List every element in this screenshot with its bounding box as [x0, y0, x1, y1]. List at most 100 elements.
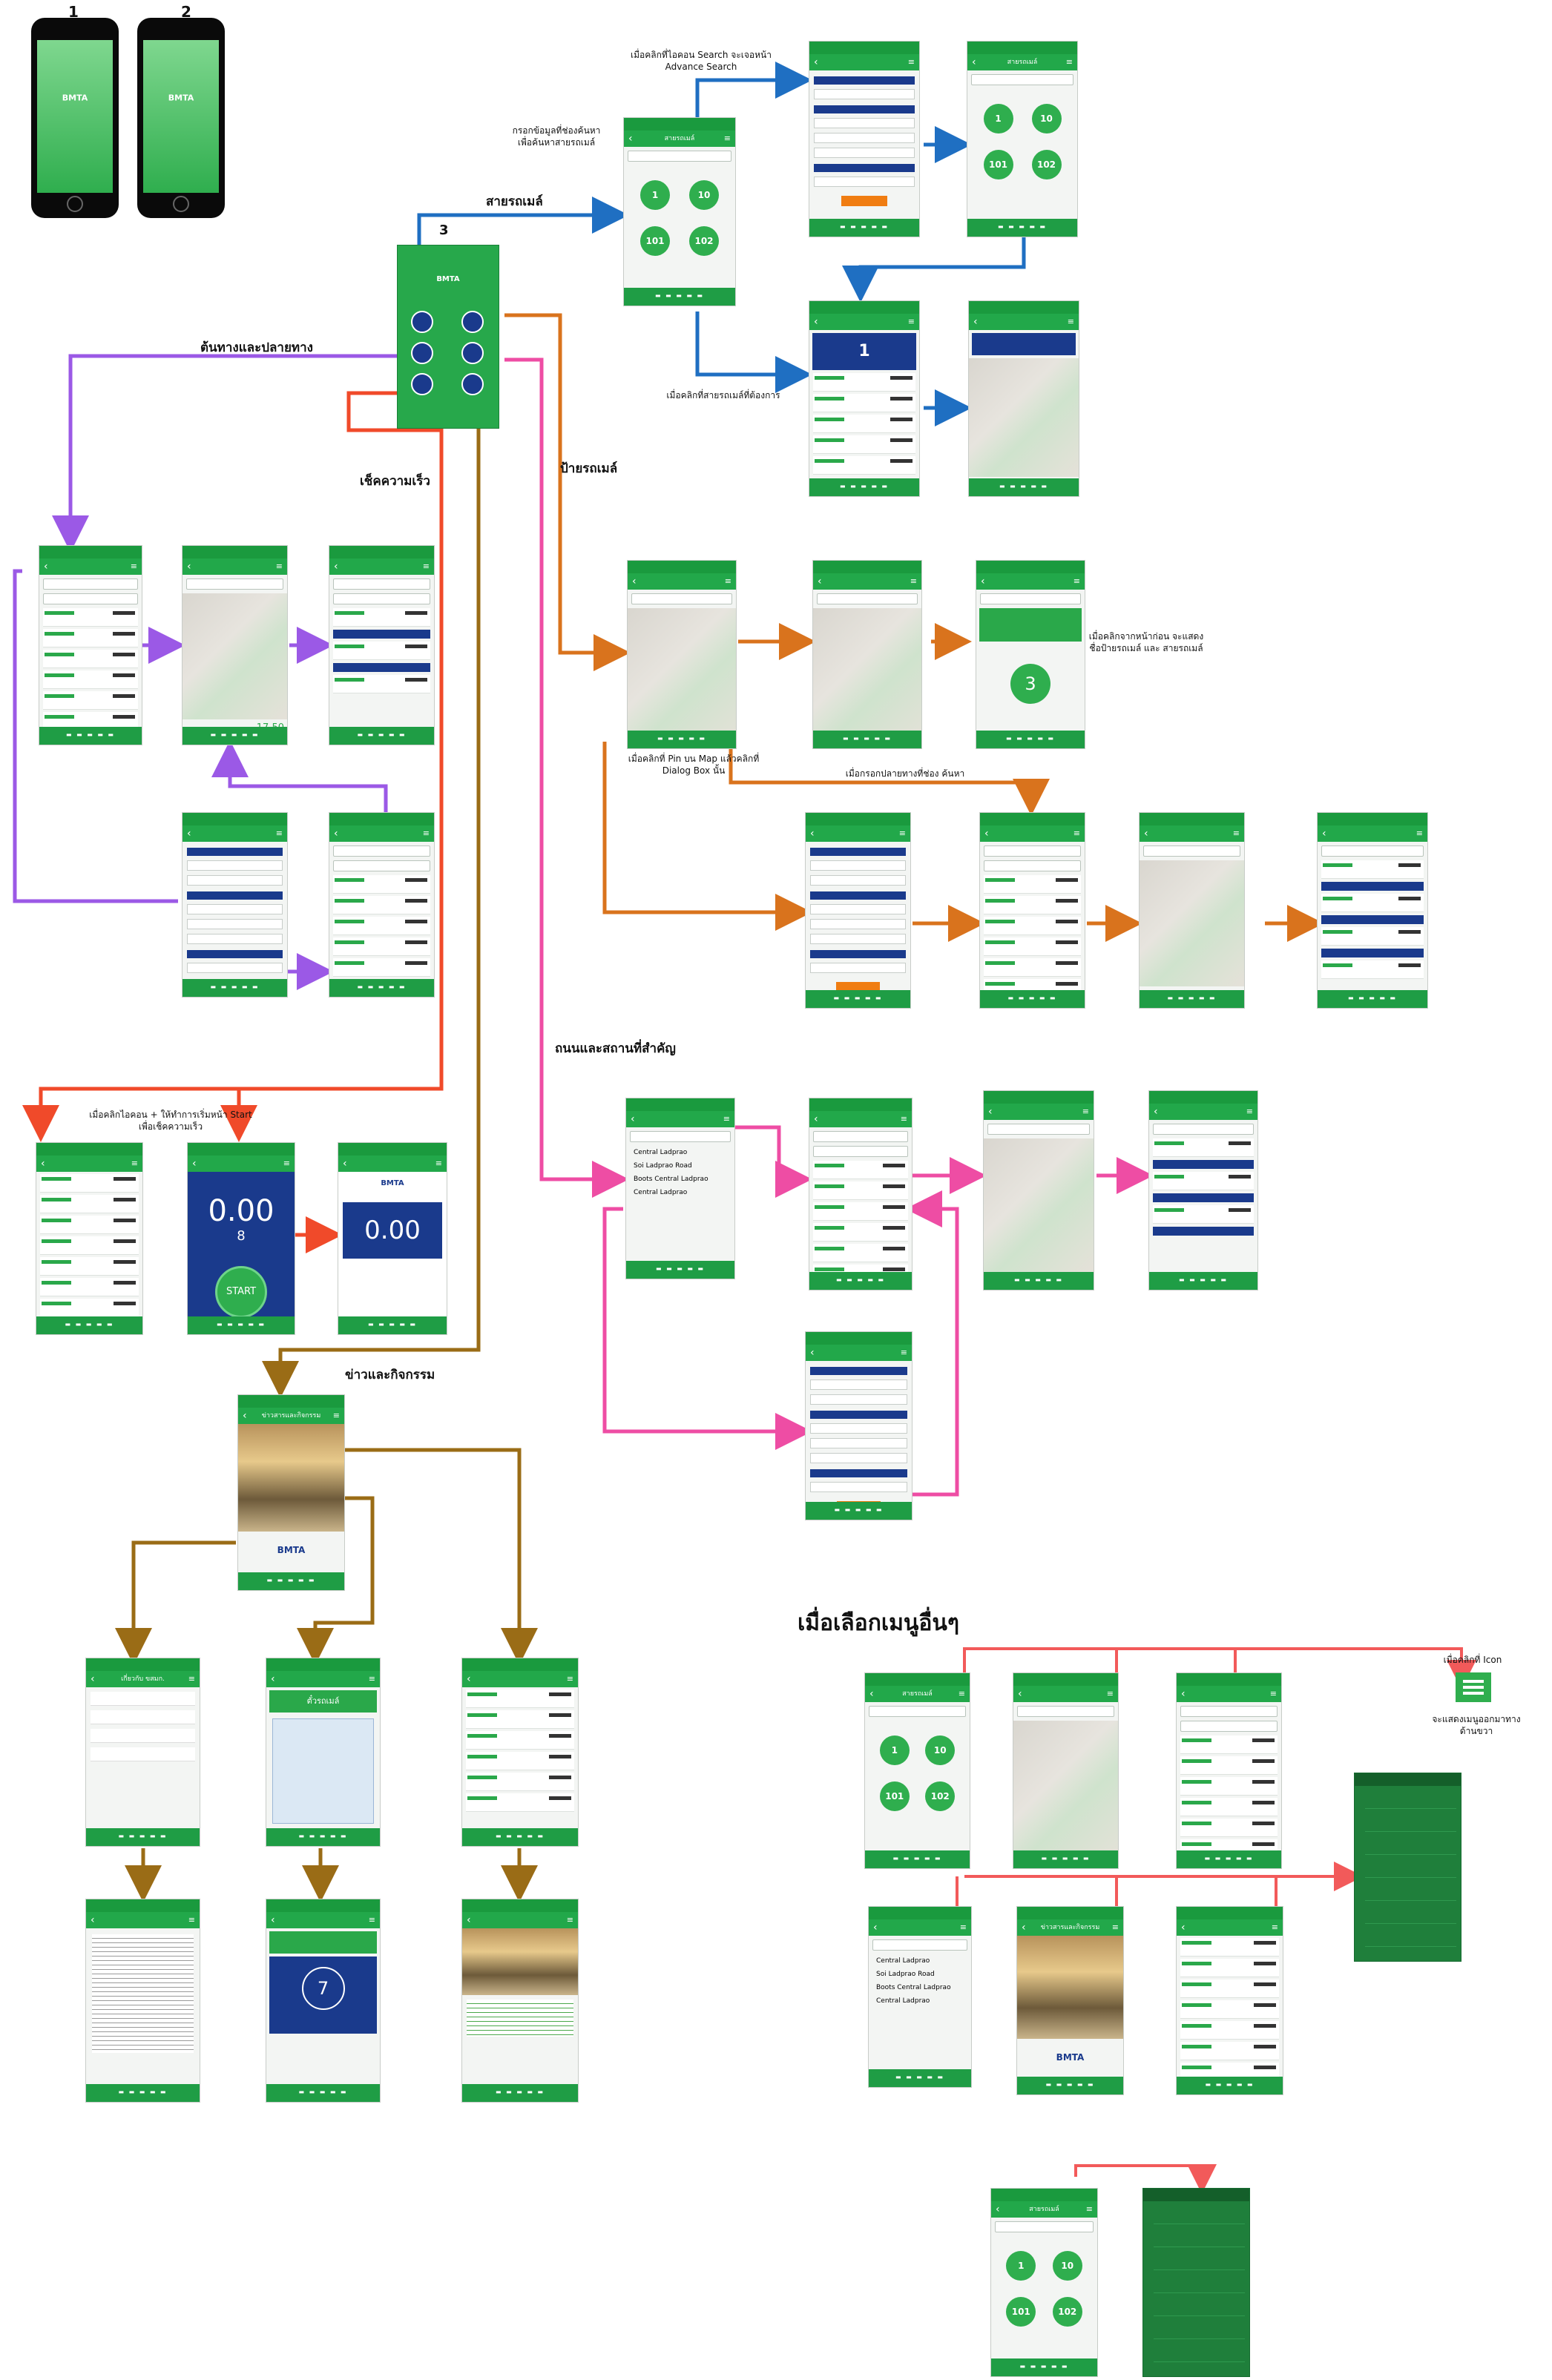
trip-list-screen: [39, 545, 142, 745]
search-input[interactable]: [628, 151, 731, 162]
place-item[interactable]: Central Ladprao: [634, 1149, 688, 1156]
lottery-screen: ตั๋วรถเมล์: [266, 1658, 381, 1847]
total-distance: 0.00: [343, 1202, 442, 1259]
search-input[interactable]: [333, 593, 430, 604]
search-input[interactable]: [1321, 845, 1424, 857]
start-button[interactable]: START: [215, 1266, 267, 1318]
route-circle[interactable]: 102: [925, 1781, 956, 1811]
map[interactable]: [984, 1138, 1094, 1272]
bmta-logo: BMTA: [381, 1179, 404, 1187]
menu-trip-screen: [1176, 1672, 1282, 1869]
search-input[interactable]: [1180, 1721, 1278, 1732]
trip-map-screen: 17.50: [182, 545, 288, 745]
news-photo[interactable]: [238, 1424, 344, 1532]
roads-results-screen: [809, 1098, 913, 1290]
route-circle[interactable]: 101: [983, 150, 1013, 179]
map[interactable]: [969, 358, 1079, 477]
search-input[interactable]: [1143, 845, 1240, 857]
map[interactable]: [183, 593, 287, 719]
place-item[interactable]: Central Ladprao: [876, 1997, 930, 2005]
search-input[interactable]: [817, 593, 918, 604]
bmta-logo: BMTA: [168, 93, 194, 103]
news-photo[interactable]: [1017, 1936, 1123, 2040]
origin-icon[interactable]: [411, 342, 433, 364]
route-circle[interactable]: 10: [1031, 104, 1062, 133]
stop-search-screen: [805, 812, 911, 1009]
lottery-number: 7: [301, 1967, 345, 2010]
search-input[interactable]: [333, 860, 430, 871]
menu-speed-screen: [1176, 1906, 1283, 2095]
stop-detail-screen: 3: [976, 560, 1085, 749]
search-input[interactable]: [971, 74, 1073, 85]
origin-dest-label: ต้นทางและปลายทาง: [200, 340, 313, 355]
place-item[interactable]: Boots Central Ladprao: [876, 1984, 951, 1991]
route-circle[interactable]: 102: [1031, 150, 1062, 179]
map[interactable]: [1140, 860, 1244, 986]
search-input[interactable]: [631, 593, 732, 604]
map[interactable]: [628, 608, 736, 748]
menu-news-screen: ข่าวสารและกิจกรรม BMTA: [1016, 1906, 1124, 2095]
roads-icon[interactable]: [461, 342, 484, 364]
route-number: 1: [812, 333, 916, 370]
bmta-logo: BMTA: [1056, 2052, 1085, 2063]
search-hint: เมื่อคลิกที่ไอคอน Search จะเจอหน้า Advan…: [631, 50, 772, 72]
about-screen: เกี่ยวกับ ขสมก.: [85, 1658, 200, 1847]
roads-steps-screen: [1148, 1090, 1258, 1290]
place-item[interactable]: Soi Ladprao Road: [634, 1162, 692, 1170]
place-item[interactable]: Central Ladprao: [634, 1189, 688, 1196]
search-input[interactable]: [43, 593, 138, 604]
search-input[interactable]: [333, 845, 430, 857]
place-item[interactable]: Central Ladprao: [876, 1957, 930, 1965]
place-item[interactable]: Boots Central Ladprao: [634, 1176, 708, 1183]
route-circle[interactable]: 101: [1006, 2297, 1036, 2327]
speed-history-screen: [36, 1142, 143, 1335]
route-circle[interactable]: 102: [1052, 2297, 1082, 2327]
route-circle[interactable]: 10: [1052, 2251, 1082, 2281]
submit-button[interactable]: [841, 196, 887, 206]
route-circle[interactable]: 1: [1006, 2251, 1036, 2281]
place-item[interactable]: Soi Ladprao Road: [876, 1971, 935, 1978]
route-circle[interactable]: 1: [879, 1735, 910, 1765]
menu-route-screen-2: สายรถเมล์ 1 10 101 102: [990, 2188, 1098, 2377]
step-number: 3: [439, 222, 449, 238]
search-input[interactable]: [984, 845, 1081, 857]
speed-run-screen: BMTA 0.00: [338, 1142, 447, 1335]
stop-hint: เมื่อคลิกจากหน้าก่อน จะแสดงชื่อป้ายรถเมล…: [1088, 631, 1204, 653]
route-circle[interactable]: 1: [640, 180, 670, 210]
trip-search-screen: [182, 812, 288, 998]
menu-places-screen: Central Ladprao Soi Ladprao Road Boots C…: [868, 1906, 972, 2088]
other-menus-title: เมื่อเลือกเมนูอื่นๆ: [798, 1610, 960, 1636]
stop-icon[interactable]: [461, 311, 484, 333]
route-icon[interactable]: [411, 311, 433, 333]
route-circle[interactable]: 1: [983, 104, 1013, 133]
search-input[interactable]: [872, 1939, 967, 1951]
search-input[interactable]: [1180, 1706, 1278, 1717]
menu-icon: [1456, 1672, 1491, 1702]
search-input[interactable]: [43, 578, 138, 590]
news-icon[interactable]: [461, 373, 484, 395]
search-input[interactable]: [980, 593, 1081, 604]
search-input[interactable]: [1153, 1124, 1254, 1135]
search-input[interactable]: [630, 1131, 731, 1142]
trip-results-screen: [329, 812, 435, 998]
news-list-screen: [461, 1658, 579, 1847]
route-circle[interactable]: 101: [640, 226, 670, 256]
search-input[interactable]: [1017, 1706, 1114, 1717]
bmta-logo: BMTA: [277, 1544, 306, 1555]
search-input[interactable]: [813, 1146, 908, 1157]
search-input[interactable]: [995, 2221, 1094, 2232]
route-circle[interactable]: 10: [689, 180, 719, 210]
search-input[interactable]: [869, 1706, 966, 1717]
route-circle[interactable]: 102: [689, 226, 719, 256]
speed-icon[interactable]: [411, 373, 433, 395]
search-input[interactable]: [987, 1124, 1090, 1135]
lottery-result-screen: 7: [266, 1899, 381, 2103]
map[interactable]: [813, 608, 921, 748]
map[interactable]: [1013, 1721, 1118, 1865]
route-circle[interactable]: 10: [925, 1735, 956, 1765]
search-input[interactable]: [186, 578, 283, 590]
route-circle[interactable]: 101: [879, 1781, 910, 1811]
search-input[interactable]: [984, 860, 1081, 871]
search-input[interactable]: [813, 1131, 908, 1142]
search-input[interactable]: [333, 578, 430, 590]
